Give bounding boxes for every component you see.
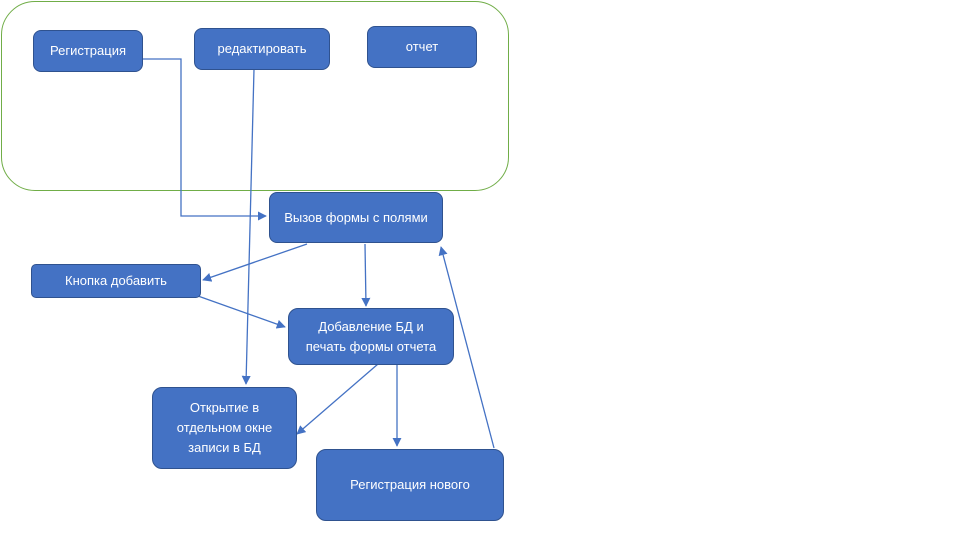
edge-call-form-to-add-db-print bbox=[361, 243, 371, 307]
node-add-db-print: Добавление БД и печать формы отчета bbox=[288, 308, 454, 365]
node-add-button: Кнопка добавить bbox=[31, 264, 201, 298]
menu-group-frame bbox=[1, 1, 509, 191]
node-edit: редактировать bbox=[194, 28, 330, 70]
node-add-db-print-label: Добавление БД и печать формы отчета bbox=[305, 318, 437, 354]
edge-registration-to-call-form bbox=[142, 58, 267, 221]
edge-edit-to-open-record bbox=[241, 68, 255, 385]
node-edit-label: редактировать bbox=[217, 41, 307, 56]
node-add-button-label: Кнопка добавить bbox=[65, 273, 167, 288]
node-registration: Регистрация bbox=[33, 30, 143, 72]
node-open-record: Открытие в отдельном окне записи в БД bbox=[152, 387, 297, 469]
node-report: отчет bbox=[367, 26, 477, 68]
edge-add-button-to-add-db-print bbox=[197, 295, 286, 329]
edge-register-new-to-call-form bbox=[438, 246, 495, 449]
node-open-record-label: Открытие в отдельном окне записи в БД bbox=[176, 400, 273, 455]
edge-call-form-to-add-button bbox=[202, 243, 308, 282]
node-registration-label: Регистрация bbox=[50, 43, 126, 58]
edge-add-db-print-to-open-record bbox=[296, 363, 379, 435]
node-register-new: Регистрация нового bbox=[316, 449, 504, 521]
node-call-form: Вызов формы с полями bbox=[269, 192, 443, 243]
node-register-new-label: Регистрация нового bbox=[350, 477, 470, 492]
node-report-label: отчет bbox=[405, 39, 439, 54]
node-call-form-label: Вызов формы с полями bbox=[284, 209, 428, 225]
